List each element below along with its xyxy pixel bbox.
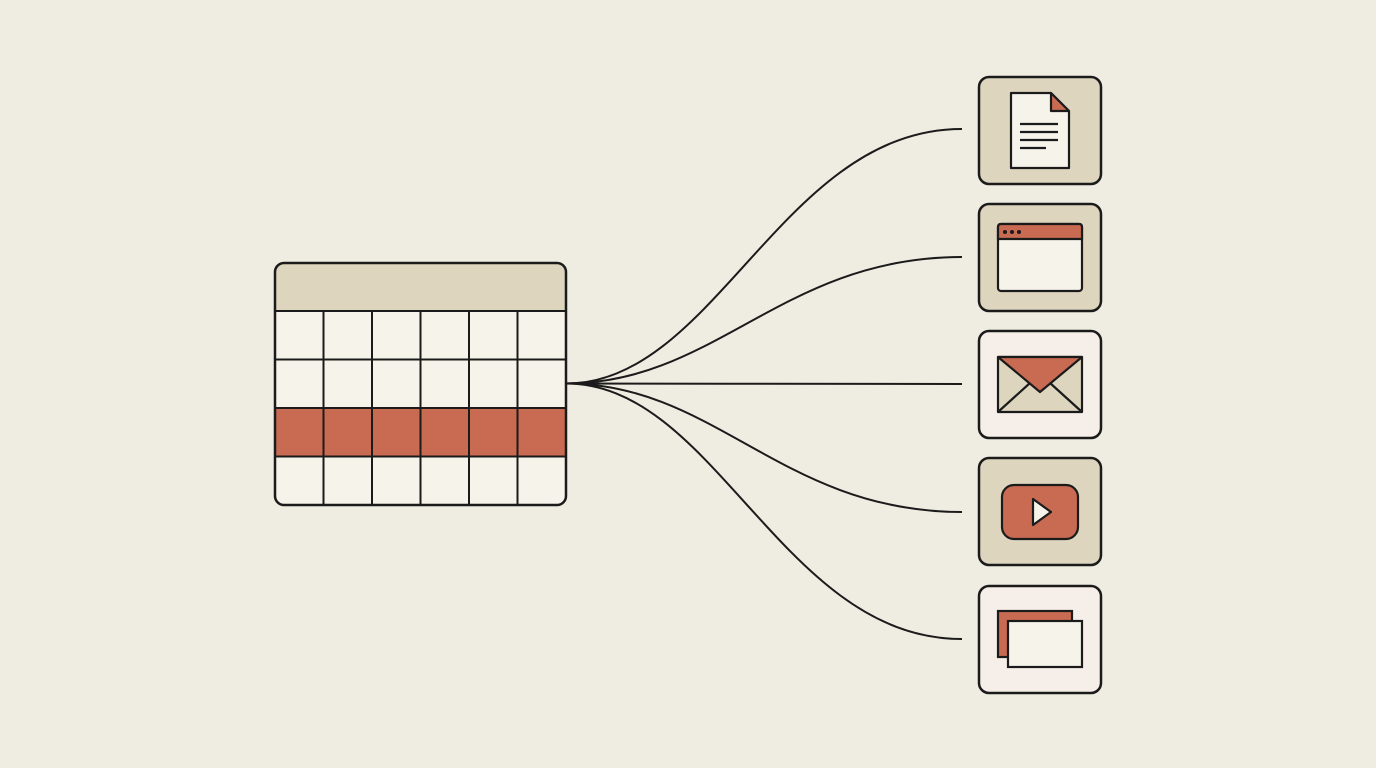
slides-icon (996, 609, 1084, 669)
connector-line-video (565, 382, 963, 513)
data-table (273, 261, 568, 507)
connector-line-email (565, 382, 963, 385)
output-card-video (977, 456, 1103, 567)
output-card-document (977, 75, 1103, 186)
connector-line-document (565, 128, 963, 385)
output-card-web-page (977, 202, 1103, 313)
connector-line-slides (565, 382, 963, 640)
output-cards (977, 75, 1103, 695)
connector-line-web-page (565, 256, 963, 385)
document-icon (1009, 91, 1071, 170)
video-play-icon (1000, 483, 1080, 541)
connector-lines (565, 128, 963, 640)
output-card-email (977, 329, 1103, 440)
table-header-row (275, 263, 566, 311)
output-card-slides (977, 584, 1103, 695)
browser-window-icon (996, 222, 1084, 293)
envelope-icon (996, 355, 1084, 414)
